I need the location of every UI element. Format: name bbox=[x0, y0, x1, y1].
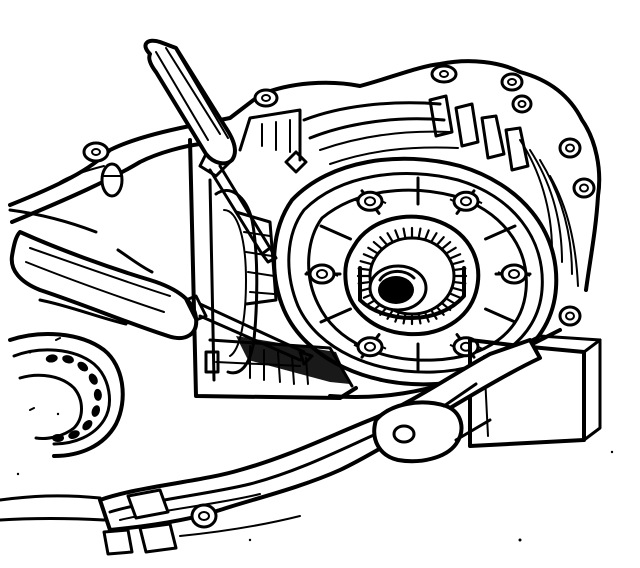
upper-screwdriver bbox=[143, 38, 278, 264]
bearing-roller bbox=[93, 388, 102, 401]
case-bolt-boss bbox=[558, 305, 582, 327]
technician-hand bbox=[8, 208, 154, 326]
case-bolt-boss bbox=[572, 177, 596, 199]
case-bolt-boss bbox=[511, 94, 533, 114]
pump-bolt-hole bbox=[353, 190, 387, 212]
oil-pump-assembly bbox=[272, 156, 559, 387]
pump-bolt-hole bbox=[305, 263, 339, 285]
bracket-bolt-hole bbox=[190, 503, 218, 529]
clutch-pack bbox=[428, 94, 579, 287]
print-speckles bbox=[16, 288, 614, 542]
case-bolt-boss bbox=[500, 72, 524, 92]
pump-segment-divider bbox=[319, 307, 352, 324]
pump-bolt-hole bbox=[353, 336, 387, 358]
pump-hub bbox=[343, 214, 481, 337]
roller-bearing bbox=[8, 332, 125, 458]
bearing-roller bbox=[62, 355, 74, 364]
bearing-roller bbox=[91, 405, 101, 417]
transmission-case-housing bbox=[8, 59, 602, 327]
case-bolt-boss bbox=[100, 162, 124, 198]
pump-segment-divider bbox=[484, 307, 517, 324]
bearing-roller bbox=[77, 361, 89, 372]
mounting-bracket bbox=[0, 338, 542, 556]
pump-segment-divider bbox=[319, 224, 352, 241]
pump-bolt-hole bbox=[449, 190, 483, 212]
case-bolt-boss bbox=[558, 137, 582, 159]
pump-segment-divider bbox=[484, 224, 517, 241]
case-bolt-boss bbox=[82, 141, 110, 163]
bearing-roller bbox=[82, 419, 93, 431]
bearing-roller bbox=[68, 430, 80, 440]
case-bolt-boss bbox=[253, 88, 279, 108]
pump-housing-plate bbox=[188, 138, 358, 400]
bearing-roller bbox=[45, 354, 58, 363]
lower-screwdriver bbox=[9, 230, 314, 366]
pump-bolt-hole bbox=[497, 263, 531, 285]
bearing-roller bbox=[88, 373, 98, 385]
case-bolt-boss bbox=[430, 64, 458, 84]
